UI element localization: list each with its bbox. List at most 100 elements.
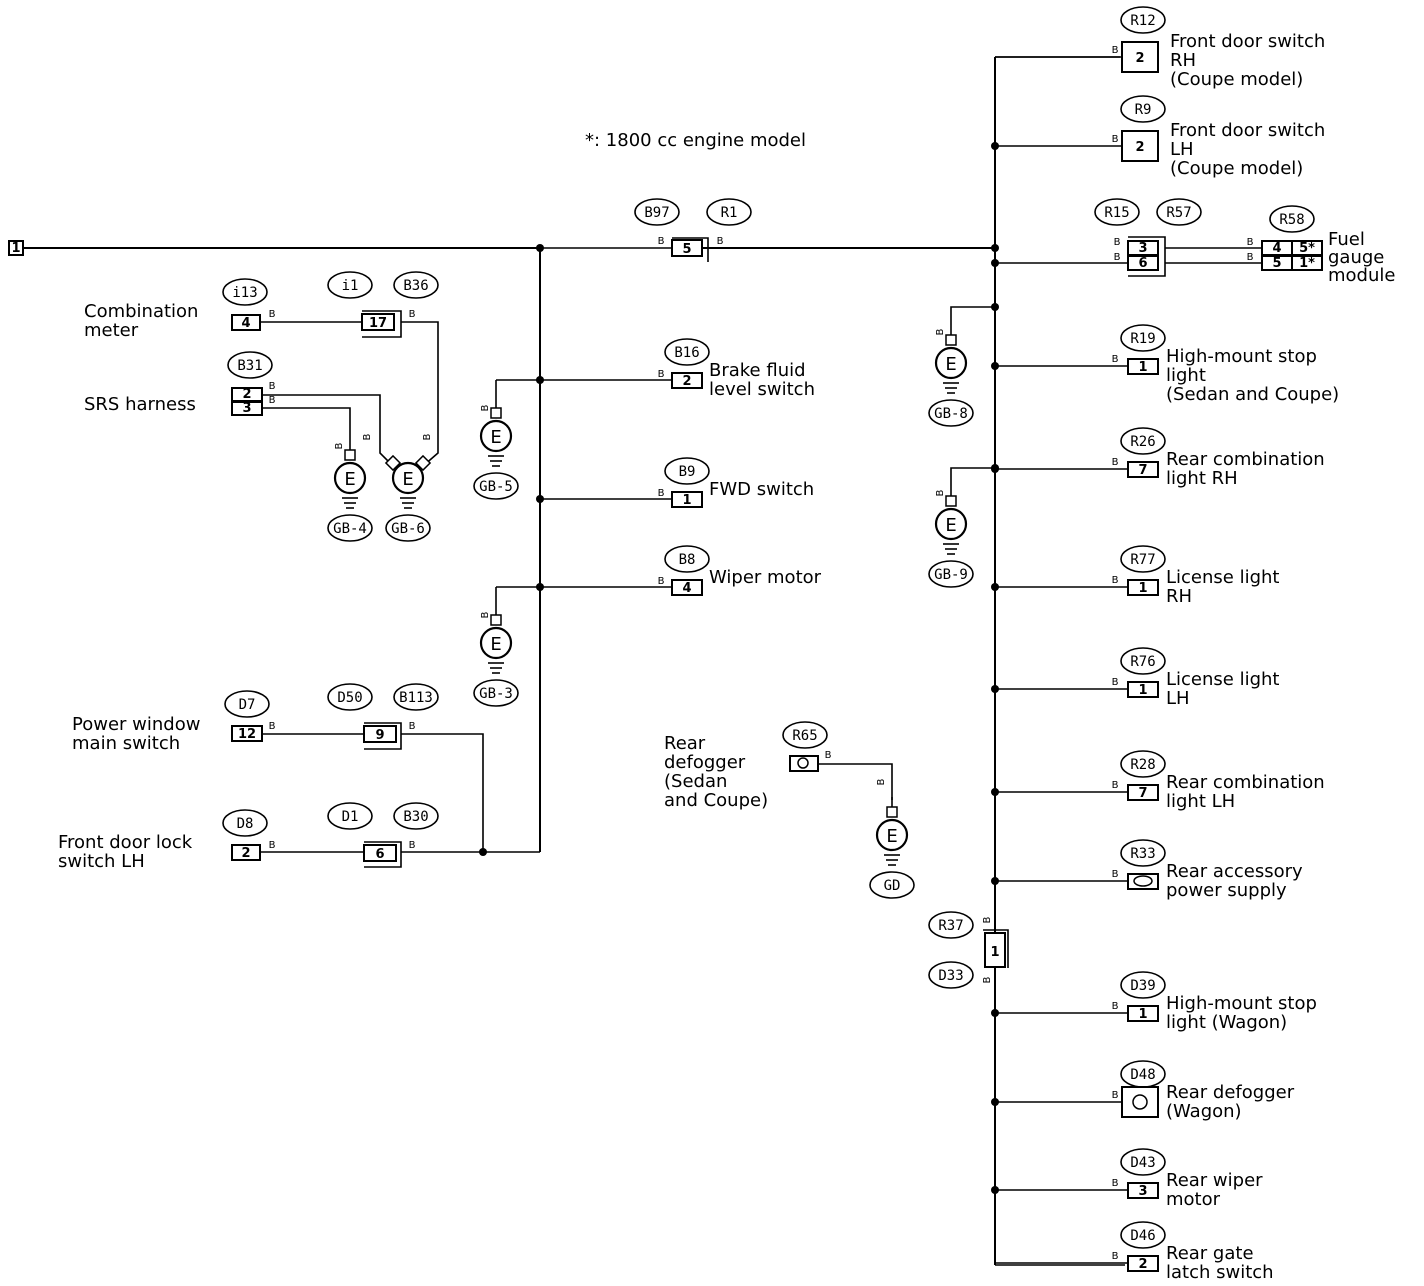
wire-color-label: B bbox=[717, 236, 724, 247]
connector-tag bbox=[393, 802, 439, 830]
defogger-terminal bbox=[797, 757, 809, 769]
branch-label: (Wagon) bbox=[1166, 1101, 1242, 1122]
connector-tag-label: D33 bbox=[938, 968, 963, 984]
connector-pin-label: 3 bbox=[1138, 241, 1147, 256]
connector-pin-label: 5* bbox=[1299, 241, 1315, 256]
connector-pin-label: 6 bbox=[1138, 256, 1147, 271]
combination-meter-label: Combination bbox=[84, 301, 198, 322]
connector-housing bbox=[983, 929, 1009, 968]
connector-pin-label: 4 bbox=[1272, 241, 1281, 256]
connector-tag bbox=[393, 683, 439, 711]
connector-tag-label: i13 bbox=[232, 285, 257, 301]
connector-tag-label: R19 bbox=[1130, 331, 1155, 347]
ground-plug bbox=[886, 806, 898, 818]
connector-tag-label: D48 bbox=[1130, 1067, 1155, 1083]
wire-color-label: B bbox=[1247, 252, 1254, 263]
ground-symbol bbox=[934, 507, 968, 541]
ground-branch bbox=[950, 306, 995, 325]
ground-plug bbox=[414, 454, 432, 472]
connector-tag-label: B16 bbox=[674, 345, 699, 361]
connector-tag bbox=[1120, 6, 1166, 34]
connector-tag bbox=[706, 198, 752, 226]
power-window-label: Power window bbox=[72, 714, 200, 735]
branch-label: light LH bbox=[1166, 791, 1235, 812]
connector-tag-label: GD bbox=[884, 878, 901, 894]
ground-letter: E bbox=[490, 427, 501, 448]
branch-pin-box bbox=[1127, 784, 1159, 801]
ground-letter: E bbox=[945, 515, 956, 536]
branch-pin-box bbox=[1127, 358, 1159, 375]
connector-housing bbox=[1128, 236, 1166, 277]
connector-tag bbox=[224, 690, 270, 718]
wire-color-label: B bbox=[658, 236, 665, 247]
wire-color-label: B bbox=[1112, 1090, 1119, 1101]
connector-tag-label: B97 bbox=[644, 205, 669, 221]
branch-label: power supply bbox=[1166, 880, 1287, 901]
connector-tag-label: R57 bbox=[1166, 205, 1191, 221]
ground-plug bbox=[490, 407, 502, 419]
branch-pin-box bbox=[671, 491, 703, 508]
connector-tag-label: R77 bbox=[1130, 552, 1155, 568]
wire-color-label: B bbox=[409, 309, 416, 320]
connector-tag-label: GB-5 bbox=[479, 479, 513, 495]
wire-color-label: B bbox=[658, 488, 665, 499]
wire-color-label: B bbox=[1112, 780, 1119, 791]
connector-tag-label: R1 bbox=[721, 205, 738, 221]
door-lock-label: switch LH bbox=[58, 851, 145, 872]
connector-tag bbox=[473, 679, 519, 707]
wire bbox=[262, 407, 351, 440]
rear-defogger-label: and Coupe) bbox=[664, 790, 768, 811]
branch-label: High-mount stop bbox=[1166, 346, 1317, 367]
ground-symbol bbox=[934, 346, 968, 380]
branch-label: light (Wagon) bbox=[1166, 1012, 1287, 1033]
wire-color-label: B bbox=[269, 381, 276, 392]
door-lock-label: Front door lock bbox=[58, 832, 193, 853]
connector-tag-label: B30 bbox=[403, 809, 428, 825]
connector-tag-label: D50 bbox=[337, 690, 362, 706]
connector-tag-label: D1 bbox=[342, 809, 359, 825]
connector-tag bbox=[393, 271, 439, 299]
connector-tag bbox=[327, 514, 373, 542]
branch-label: (Coupe model) bbox=[1170, 158, 1303, 179]
connector-pin-label: 1 bbox=[1138, 1007, 1147, 1022]
connector-housing bbox=[672, 237, 709, 262]
joint-connector-pin bbox=[363, 725, 397, 743]
connector-pin-label: 5 bbox=[682, 242, 691, 257]
wire-color-label: B bbox=[658, 576, 665, 587]
connector-tag-label: B113 bbox=[399, 690, 433, 706]
connector-housing bbox=[364, 841, 402, 868]
wire-color-label: B bbox=[935, 489, 946, 496]
connector-housing bbox=[364, 722, 402, 750]
connector-tag-label: R12 bbox=[1130, 13, 1155, 29]
connector-pin-label: 1 bbox=[1138, 683, 1147, 698]
connector-pin-label: 9 bbox=[375, 728, 384, 743]
wire-color-label: B bbox=[480, 611, 491, 618]
connector-tag-label: GB-8 bbox=[934, 406, 968, 422]
ground-letter: E bbox=[490, 634, 501, 655]
connector-tag bbox=[222, 809, 268, 837]
branch-label: light bbox=[1166, 365, 1206, 386]
fuel-gauge-label: module bbox=[1328, 265, 1395, 286]
wire-color-label: B bbox=[1247, 237, 1254, 248]
wire-color-label: B bbox=[409, 721, 416, 732]
wire-color-label: B bbox=[1112, 457, 1119, 468]
branch-pin-box bbox=[1127, 1182, 1159, 1199]
ground-branch bbox=[950, 467, 995, 486]
connector-pin-label: 2 bbox=[242, 387, 251, 402]
connector-tag bbox=[664, 545, 710, 573]
connector-tag bbox=[1120, 324, 1166, 352]
ground-symbol bbox=[479, 419, 513, 453]
wire-color-label: B bbox=[1112, 677, 1119, 688]
connector-tag bbox=[1156, 198, 1202, 226]
connector-tag-label: D8 bbox=[237, 816, 254, 832]
connector-tag-label: D7 bbox=[239, 697, 256, 713]
branch-label: Front door switch bbox=[1170, 120, 1325, 141]
branch-label: Rear defogger bbox=[1166, 1082, 1295, 1103]
wire-color-label: B bbox=[825, 750, 832, 761]
ground-plug bbox=[384, 454, 402, 472]
connector-tag-label: D46 bbox=[1130, 1228, 1155, 1244]
connector-pin-label: 3 bbox=[242, 401, 251, 416]
wire bbox=[401, 321, 439, 467]
branch-label: LH bbox=[1170, 139, 1194, 160]
connector-tag bbox=[327, 271, 373, 299]
